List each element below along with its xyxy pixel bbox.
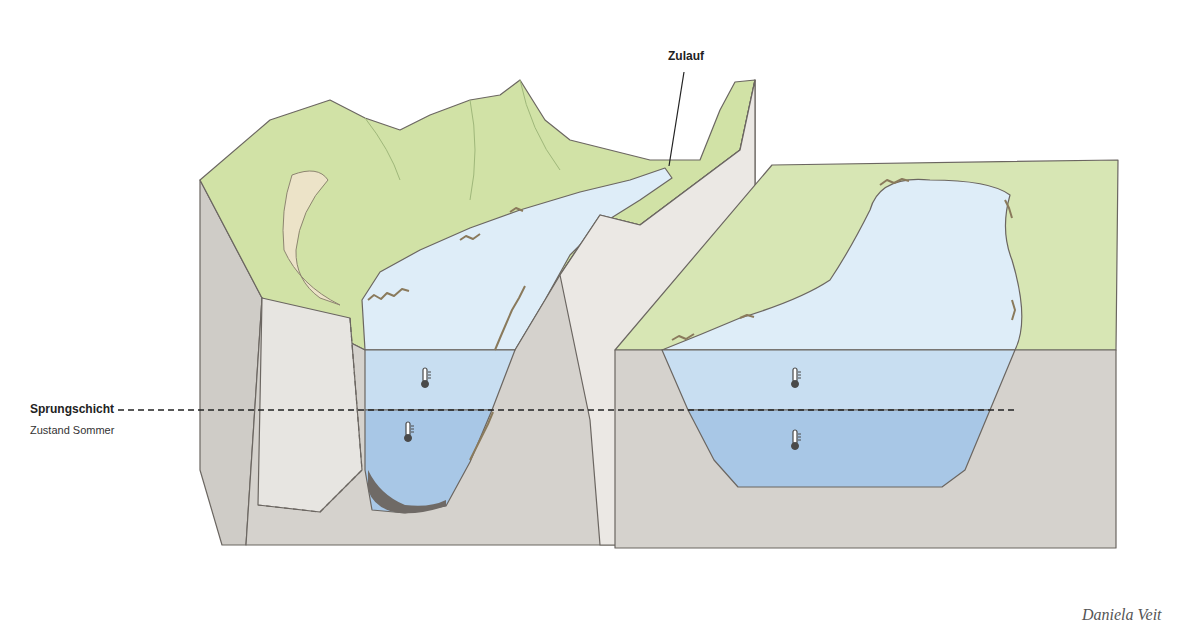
season-note: Zustand Sommer <box>30 424 114 436</box>
epilimnion-right <box>662 350 1015 410</box>
thermocline-line <box>118 409 1015 410</box>
road <box>283 171 340 305</box>
inflow-leader <box>669 72 684 166</box>
lake-front-face <box>615 350 1116 548</box>
dam-section-lines <box>258 318 362 512</box>
hypolimnion-right <box>688 410 990 487</box>
lake-surface <box>662 179 1022 350</box>
thermocline-label: Sprungschicht <box>30 402 114 416</box>
dam <box>258 298 362 512</box>
epilimnion-left <box>365 350 515 410</box>
hypolimnion-left <box>365 410 492 513</box>
inflow-label: Zulauf <box>668 49 704 63</box>
mountain-ridge <box>365 80 560 200</box>
sediment <box>368 470 446 513</box>
shore-stones-right <box>672 179 1015 340</box>
shore-stones-left <box>368 208 525 460</box>
lake-block <box>615 160 1118 548</box>
lake-top-face <box>615 160 1118 350</box>
thermometer-icons <box>405 368 802 450</box>
signature: Daniela Veit <box>1082 606 1162 624</box>
